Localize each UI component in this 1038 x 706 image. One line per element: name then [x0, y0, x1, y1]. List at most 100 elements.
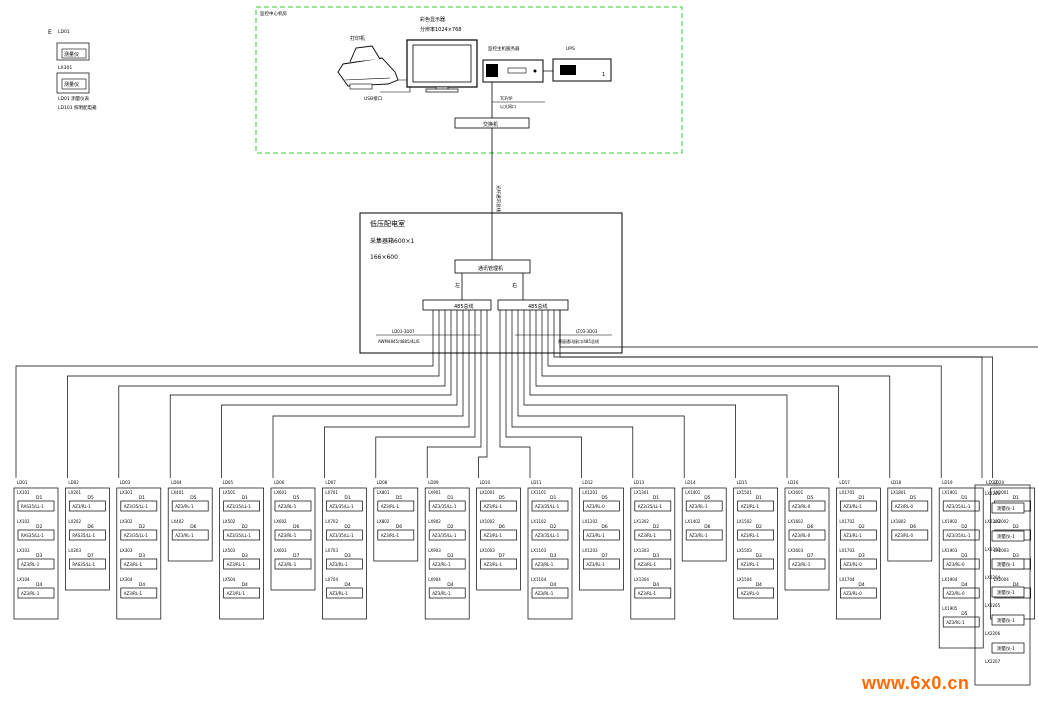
module-name: D1 [447, 495, 453, 501]
right-panel-tag: LX2203 [985, 547, 1001, 552]
module-name: D2 [653, 524, 659, 530]
right-panel-box-text: 测量仪-1 [997, 533, 1015, 540]
module-name: D2 [1013, 524, 1019, 530]
legend-box-2 [61, 78, 87, 90]
column-frame [733, 487, 778, 620]
meter-model: AZ3/RL-1 [843, 504, 862, 509]
column-frame [579, 487, 624, 591]
meter-model: RAS35/LL-1 [21, 504, 44, 509]
module-name: D6 [190, 524, 196, 530]
meter-box [223, 558, 260, 570]
column-header: LD01 [17, 480, 28, 485]
module-name: D3 [242, 553, 248, 559]
meter-box [942, 529, 980, 541]
meter-box [17, 529, 55, 541]
meter-box [634, 529, 672, 541]
drop-line [559, 310, 1038, 348]
module-tag: LX1501 [737, 490, 753, 495]
column-header: LD02 [68, 480, 79, 485]
meter-model: RAS35/LL-1 [72, 562, 95, 567]
column-frame [116, 487, 162, 620]
module-name: D7 [293, 553, 299, 559]
column-header: LD03 [120, 480, 131, 485]
module-tag: LX902 [428, 519, 441, 524]
module-name: D4 [447, 582, 453, 588]
column-frame [527, 487, 573, 620]
meter-model: AZ3/RL-0 [843, 562, 862, 567]
module-name: D7 [499, 553, 505, 559]
right-port-label: 右 [512, 282, 517, 289]
module-tag: LX1003 [480, 548, 496, 553]
meter-model: AZ3/RL-1 [72, 504, 91, 509]
right-bus-desc: 预留通讯接口/485总线 [558, 338, 599, 344]
module-tag: LX801 [377, 490, 390, 495]
drop-line [478, 310, 488, 478]
module-tag: LX1801 [891, 490, 907, 495]
meter-column: LD02LX201D5AZ3/RL-1LX202D6RAS35/LL-1LX20… [65, 480, 110, 591]
column-frame [424, 487, 470, 620]
module-name: D6 [396, 524, 402, 530]
meter-box [428, 500, 466, 512]
meter-model: AZ3/RL-1 [484, 533, 503, 538]
column-header: LD06 [274, 480, 285, 485]
printer-icon [337, 45, 399, 90]
module-tag: LX1503 [737, 548, 753, 553]
module-name: D1 [756, 495, 762, 501]
meter-box [480, 500, 517, 512]
meter-box [480, 558, 517, 570]
meter-box [531, 558, 569, 570]
module-name: D3 [1013, 553, 1019, 559]
substation: 低压配电室 采集器箱600×1 166×600 通讯管理机 左 右 485总线 … [359, 212, 623, 354]
module-name: D2 [756, 524, 762, 530]
module-name: D7 [601, 553, 607, 559]
meter-box [69, 500, 106, 512]
meter-model: AZ3/RL-1 [381, 504, 400, 509]
module-name: D6 [293, 524, 299, 530]
module-tag: LX1902 [942, 519, 958, 524]
module-tag: LX104 [17, 577, 30, 582]
meter-model: AZ3/RL-0 [946, 562, 965, 567]
meter-model: RAS35/LL-1 [72, 533, 95, 538]
column-frame [476, 487, 521, 591]
drop-line [324, 310, 470, 478]
meter-box [737, 529, 774, 541]
module-tag: LX1102 [531, 519, 547, 524]
module-name: D5 [396, 495, 402, 501]
meter-model: AZ3/35/LL-1 [124, 533, 149, 538]
meter-column: LD03LX301D1AZ3/35/LL-1LX302D2AZ3/35/LL-1… [116, 480, 162, 620]
module-tag: LX1603 [788, 548, 804, 553]
meter-model: AZ3/RL-1 [21, 591, 40, 596]
module-tag: LX1202 [582, 519, 598, 524]
column-frame [270, 487, 316, 591]
module-name: D3 [447, 553, 453, 559]
meter-box [942, 616, 980, 628]
column-frame [836, 487, 881, 620]
right-panel-box-text: 测量仪-1 [997, 561, 1015, 568]
module-tag: LX1104 [531, 577, 547, 582]
module-tag: LX904 [428, 577, 441, 582]
control-room-frame [255, 6, 683, 154]
left-hub-label: 485总线 [454, 303, 474, 310]
module-name: D5 [87, 495, 93, 501]
module-name: D5 [293, 495, 299, 501]
meter-box [583, 500, 620, 512]
column-header: LD18 [891, 480, 902, 485]
meter-model: AZ3/RL-1 [741, 504, 760, 509]
meter-model: AZ3/RL-1 [124, 591, 143, 596]
right-panel-header: LD22 [986, 480, 998, 486]
meter-box [737, 500, 774, 512]
module-name: D1 [36, 495, 42, 501]
meter-box [428, 558, 466, 570]
column-header: LD20 [994, 480, 1005, 485]
module-tag: LX1504 [737, 577, 753, 582]
module-tag: LX802 [377, 519, 390, 524]
meter-model: AZ3/RL-0 [792, 533, 811, 538]
drop-line [535, 310, 839, 478]
right-hub [497, 299, 569, 311]
module-tag: LX1401 [685, 490, 701, 495]
lan-label: TCP/IP [499, 96, 513, 101]
legend: E LD01 测量仪 LX301 测量仪 LD01 测量仪表 LD101 照明配… [48, 29, 97, 111]
control-room: 监控中心机房 打印机 USB接口 彩色显示器 分辨率1024×768 监控主机服… [255, 6, 683, 154]
